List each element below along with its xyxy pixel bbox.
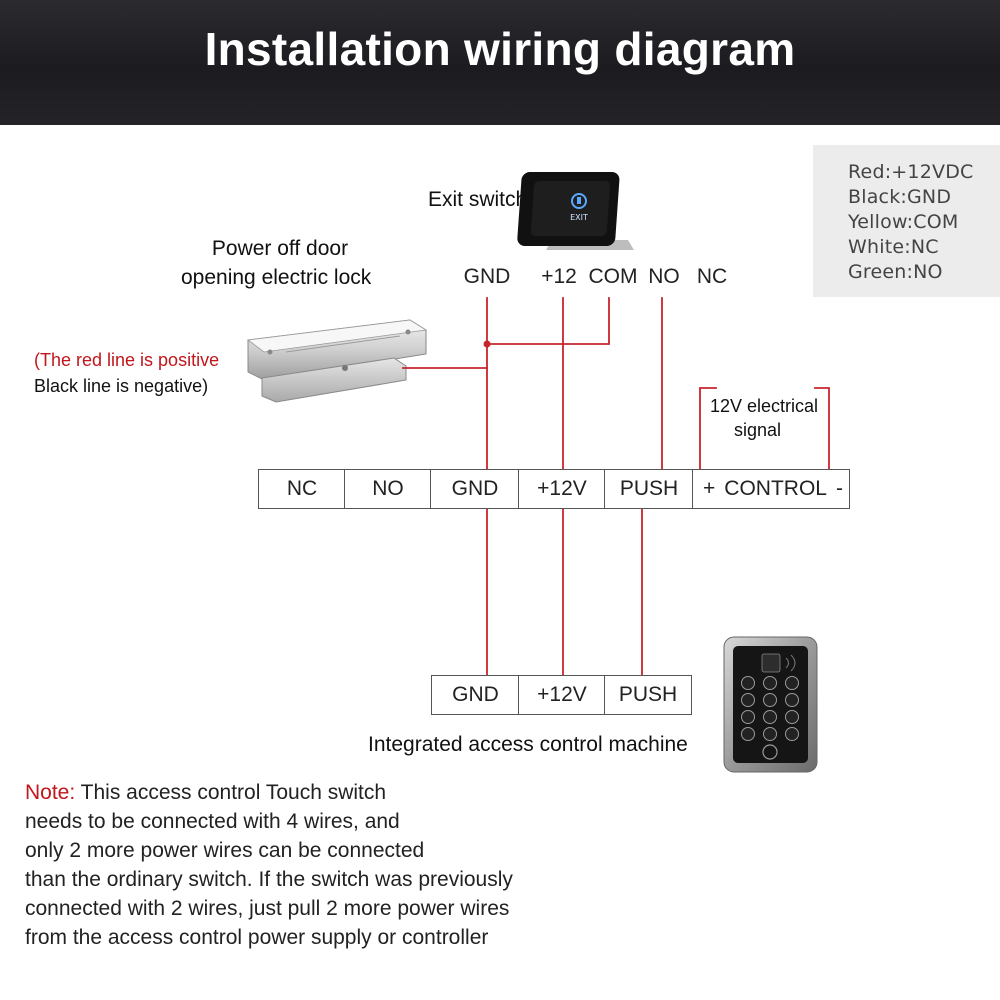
header-banner: Installation wiring diagram [0,0,1000,125]
lock-wire-note-red: (The red line is positive [34,350,220,370]
keypad-key-icon [741,676,755,690]
access-machine-label: Integrated access control machine [368,733,688,756]
installation-note: Note: This access control Touch switch n… [25,778,585,952]
legend-white: White:NC [848,236,939,258]
controller-terminal-12v: +12V [518,469,606,509]
junction-dot [483,340,491,348]
controller-terminal-push: PUSH [604,469,694,509]
controller-terminal-control: + CONTROL - [692,469,850,509]
exit-terminal-gnd: GND [463,265,511,288]
exit-switch-device-icon: EXIT [517,172,634,250]
keypad-key-icon [763,710,777,724]
legend-green: Green:NO [848,261,943,283]
controller-terminal-no: NO [344,469,432,509]
exit-switch-label: Exit switch [428,188,528,211]
exit-terminal-no: NO [648,265,680,288]
keypad-key-icon [763,727,777,741]
legend-black: Black:GND [848,186,952,208]
note-prefix: Note: [25,781,76,804]
machine-terminal-push: PUSH [604,675,692,715]
note-line-6: from the access control power supply or … [25,926,489,949]
control-plus: + [703,477,716,500]
lock-wire-note-black: Black line is negative) [34,376,209,396]
keypad-keys [741,676,799,760]
page-title: Installation wiring diagram [204,23,796,75]
machine-terminal-gnd: GND [431,675,520,715]
note-line-3: only 2 more power wires can be connected [25,839,425,862]
signal-label-line2: signal [734,420,782,440]
keypad-key-icon [741,693,755,707]
exit-terminal-nc: NC [696,265,728,288]
exit-terminal-com: COM [588,265,638,288]
machine-terminal-12v: +12V [518,675,606,715]
keypad-key-icon [763,676,777,690]
wire-color-legend [813,145,1000,297]
signal-label-line1: 12V electrical [710,396,819,416]
lock-label-line2: opening electric lock [181,266,372,289]
doorbell-icon [762,744,778,760]
legend-yellow: Yellow:COM [848,211,959,233]
exit-button-text: EXIT [570,213,588,222]
note-line-5: connected with 2 wires, just pull 2 more… [25,897,510,920]
keypad-key-icon [741,710,755,724]
note-line-4: than the ordinary switch. If the switch … [25,868,513,891]
keypad-key-icon [741,727,755,741]
control-minus: - [835,477,843,500]
keypad-key-icon [785,676,799,690]
keypad-key-icon [785,710,799,724]
controller-terminal-nc: NC [258,469,346,509]
keypad-key-icon [785,693,799,707]
legend-red: Red:+12VDC [848,161,974,183]
lock-label-line1: Power off door [211,237,349,260]
controller-terminal-gnd: GND [430,469,520,509]
electric-lock-icon [246,319,428,403]
wires [402,297,830,677]
note-line-2: needs to be connected with 4 wires, and [25,810,400,833]
keypad-key-icon [785,727,799,741]
exit-terminal-12: +12 [541,265,577,288]
keypad-key-icon [763,693,777,707]
note-line-1: This access control Touch switch [75,781,387,804]
control-label: CONTROL [724,477,827,500]
